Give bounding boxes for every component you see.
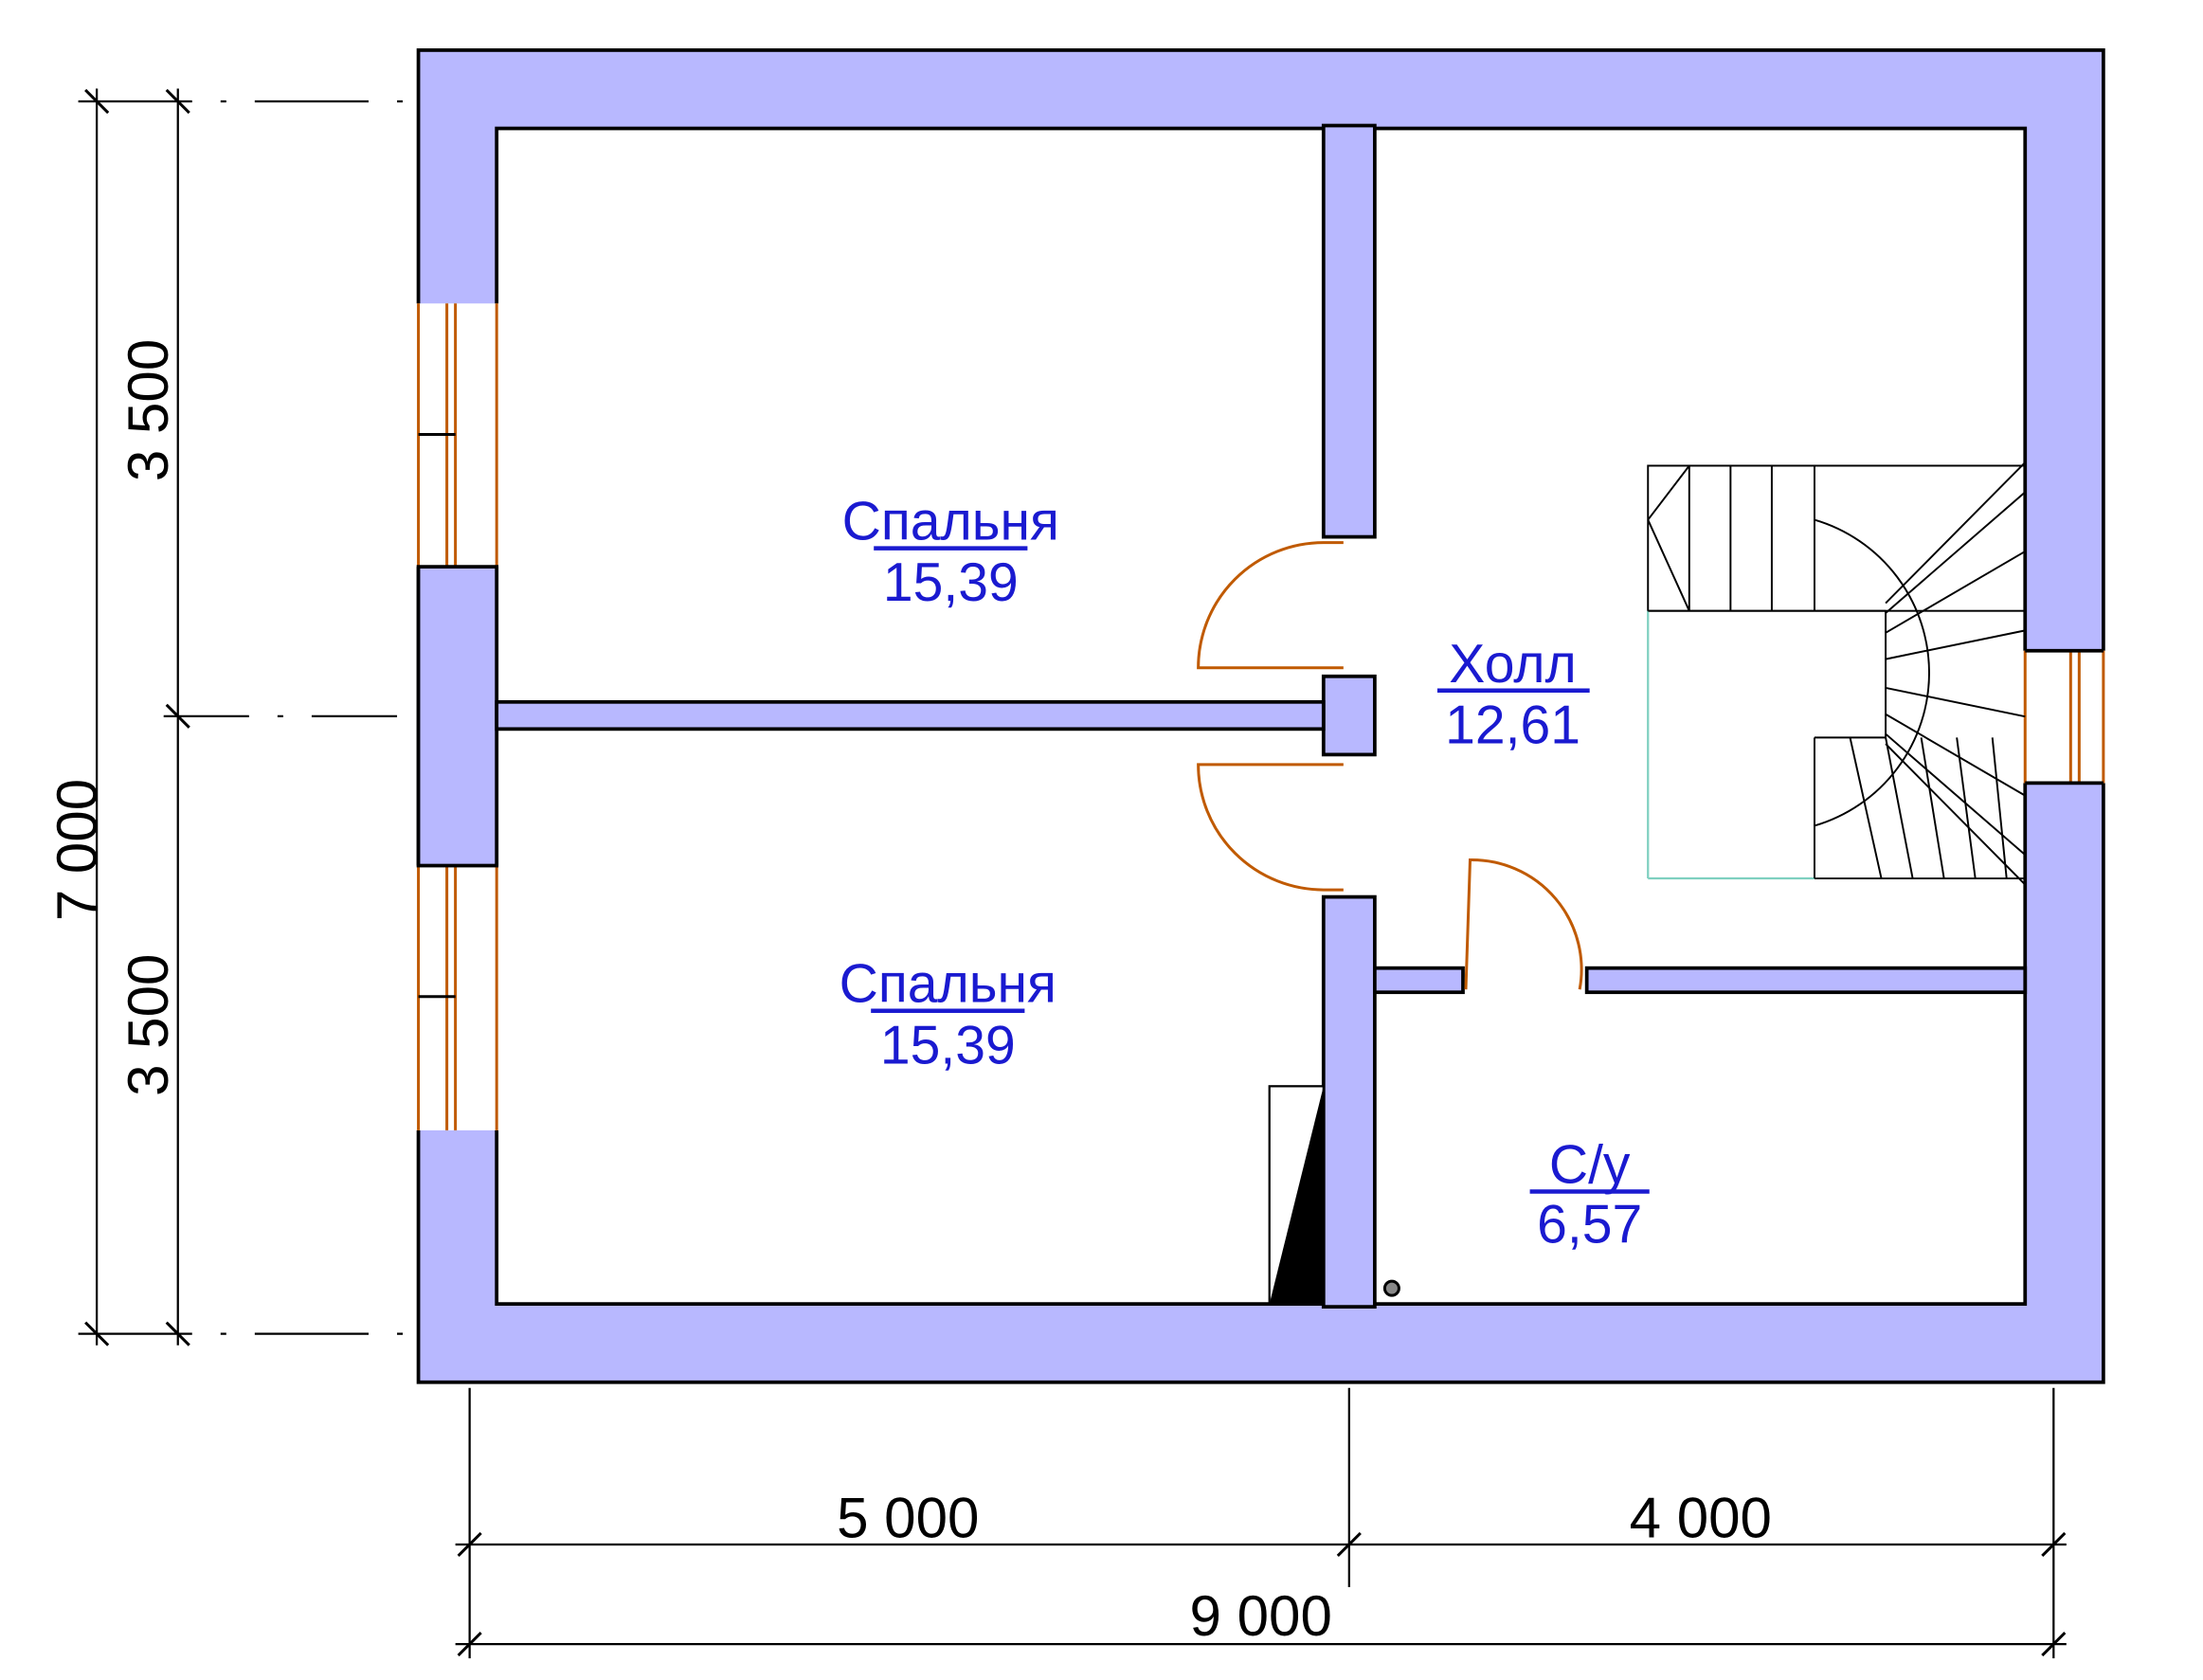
partition-wall (1321, 674, 1377, 757)
room-area: 15,39 (880, 1015, 1016, 1075)
partition-wall (1321, 894, 1377, 1310)
stair-tread (1885, 713, 2026, 797)
stair-tread (1991, 737, 2008, 879)
wall-pier (416, 565, 499, 868)
door-bathroom[interactable] (1464, 858, 1583, 990)
dimension-bottom-right: 4 000 (1630, 1486, 1772, 1549)
partition-wall (1372, 966, 1465, 995)
room-label-bedroom-1: Спальня 15,39 (842, 492, 1059, 614)
dimension-bottom-left: 5 000 (837, 1486, 979, 1549)
stair-tread (1885, 491, 2026, 614)
room-name: Спальня (840, 954, 1056, 1015)
stair-tread (1647, 464, 1690, 521)
room-label-bedroom-2: Спальня 15,39 (840, 954, 1056, 1076)
room-area: 6,57 (1537, 1195, 1642, 1255)
partition-wall (1584, 966, 2028, 995)
stair-tread (1885, 461, 2026, 605)
door-bedroom-upper[interactable] (1197, 541, 1344, 670)
staircase (1647, 461, 2027, 886)
stair-tread (1885, 629, 2026, 660)
dimension-left-lower: 3 500 (117, 954, 180, 1096)
stair-tread (1885, 737, 1914, 879)
partition-wall (495, 699, 1326, 732)
stair-tread (1885, 743, 2026, 886)
room-label-bathroom: С/у 6,57 (1529, 1134, 1650, 1255)
window-left-upper (415, 303, 500, 568)
stair-tread (1885, 551, 2026, 634)
stair-tread (1885, 686, 2026, 718)
drain-icon (1382, 1279, 1400, 1297)
room-name: Холл (1449, 634, 1577, 695)
room-name: С/у (1549, 1134, 1631, 1195)
room-label-hall: Холл 12,61 (1436, 634, 1590, 755)
ventilation-shaft-fill (1269, 1086, 1324, 1305)
window-left-lower (415, 865, 500, 1130)
stair-tread (1849, 737, 1883, 879)
dimension-lines (78, 88, 2067, 1659)
stair-tread (1647, 519, 1690, 612)
dimension-left-total: 7 000 (45, 779, 109, 921)
dimension-bottom-total: 9 000 (1190, 1584, 1332, 1648)
room-area: 12,61 (1445, 695, 1580, 755)
dimension-left-upper: 3 500 (117, 339, 180, 481)
room-area: 15,39 (883, 552, 1019, 613)
window-right (2022, 648, 2106, 786)
stair-tread (1920, 737, 1945, 879)
door-bedroom-lower[interactable] (1197, 763, 1344, 892)
partition-wall (1321, 123, 1377, 539)
stair-tread (1956, 737, 1977, 879)
room-name: Спальня (842, 492, 1059, 552)
